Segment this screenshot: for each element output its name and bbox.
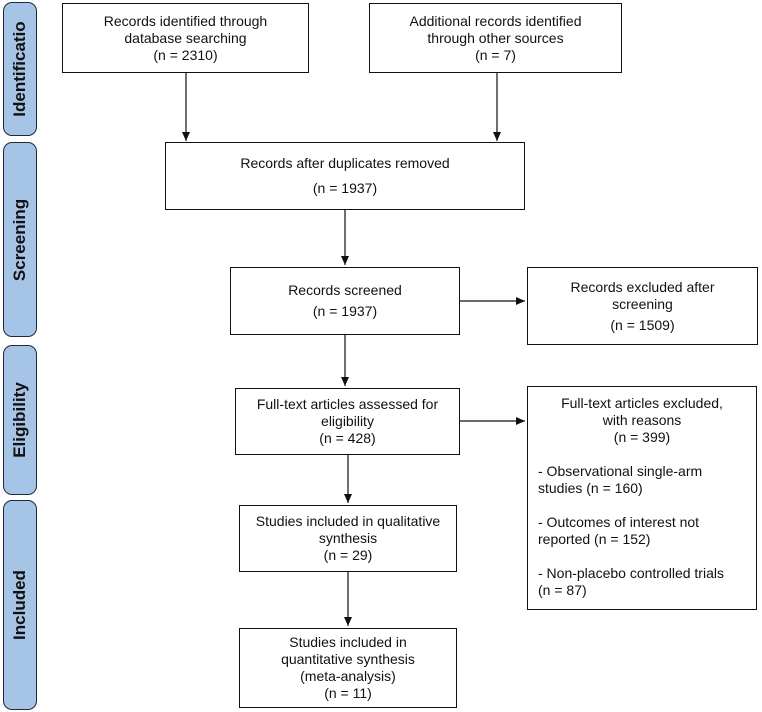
box-qualitative: Studies included in qualitative synthesi… [239, 505, 457, 572]
exclusion-reason-1: - Observational single-arm [538, 463, 703, 479]
box-db-search: Records identified through database sear… [62, 3, 309, 73]
box-fulltext-assessed: Full-text articles assessed for eligibil… [235, 388, 460, 455]
phase-identification: Identificatio [3, 2, 37, 136]
exclusion-reason-2: - Outcomes of interest not [538, 514, 700, 530]
phase-included: Included [3, 500, 37, 710]
box-screened: Records screened (n = 1937) [230, 267, 460, 335]
box-other-sources: Additional records identified through ot… [369, 3, 622, 73]
box-fulltext-excluded: Full-text articles excluded, with reason… [527, 386, 757, 610]
phase-screening: Screening [3, 142, 37, 337]
phase-eligibility: Eligibility [3, 345, 37, 495]
exclusion-reason-3: - Non-placebo controlled trials [538, 565, 724, 581]
box-after-duplicates: Records after duplicates removed (n = 19… [165, 142, 525, 210]
box-quantitative: Studies included in quantitative synthes… [239, 628, 457, 708]
box-excluded-screening: Records excluded after screening (n = 15… [527, 267, 758, 345]
